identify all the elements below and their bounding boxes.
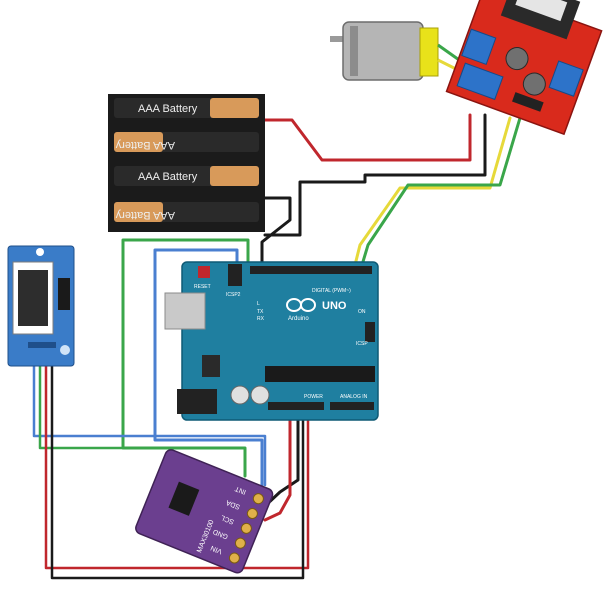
analog-label: ANALOG IN: [340, 394, 368, 400]
battery-label-2: AAA Battery: [115, 139, 175, 151]
wire-oled-green: [38, 363, 127, 450]
battery-label-3: AAA Battery: [138, 171, 198, 183]
sensor-module: INT SDA SCL GND VIN MAX30100: [135, 449, 274, 574]
analog-header: [330, 402, 374, 410]
reset-button: [198, 266, 210, 278]
regulator: [202, 355, 220, 377]
icsp2-header: [228, 264, 242, 286]
wire-battery-minus: [260, 196, 292, 267]
power-header: [268, 402, 324, 410]
power-label: POWER: [304, 394, 323, 400]
battery-cell-2: AAA Battery: [114, 132, 259, 152]
motor-driver-board: [445, 0, 603, 136]
dc-motor: [330, 21, 463, 81]
wire-sensor-vin: [263, 410, 292, 522]
capacitor-2: [522, 72, 546, 96]
wire-battery-plus-driver: [263, 113, 472, 162]
battery-pack: AAA Battery AAA Battery AAA Battery AAA …: [108, 94, 265, 232]
power-jack: [177, 389, 217, 414]
battery-label-1: AAA Battery: [138, 103, 198, 115]
terminal-left: [461, 28, 497, 66]
wire-oled-black: [50, 363, 305, 580]
wire-driver-gnd-arduino: [263, 113, 487, 237]
oled-connector: [58, 278, 70, 310]
terminal-right: [548, 60, 584, 97]
motor-shaft: [330, 36, 344, 42]
arduino-uno-board: RESET ICSP2 DIGITAL (PWM~) UNO Arduino T…: [164, 261, 379, 421]
usb-port: [164, 292, 206, 330]
pin-label-vin: VIN: [210, 544, 223, 555]
battery-cell-1: AAA Battery: [114, 98, 259, 118]
reset-label: RESET: [194, 284, 211, 290]
wires: [32, 113, 522, 580]
pin-label-scl: SCL: [220, 513, 235, 525]
terminal-bottom: [456, 62, 504, 101]
capacitor-b: [250, 385, 270, 405]
atmega-chip: [265, 366, 375, 382]
digital-label: DIGITAL (PWM~): [312, 288, 351, 294]
icsp-header: [365, 322, 375, 342]
wire-oled-blue: [32, 363, 267, 487]
l-label: L: [257, 301, 260, 307]
capacitor-1: [505, 47, 529, 71]
on-label: ON: [358, 309, 366, 315]
battery-label-4: AAA Battery: [115, 209, 175, 221]
wire-blue-scl: [153, 248, 264, 492]
wire-green-sda: [121, 238, 250, 478]
battery-cell-3: AAA Battery: [114, 166, 259, 186]
wire-green-control: [360, 116, 522, 267]
arduino-logo: UNO Arduino: [286, 298, 347, 322]
motor-endcap: [419, 27, 439, 77]
icsp-label: ICSP: [356, 341, 368, 347]
arduino-uno-text: UNO: [322, 300, 347, 312]
digital-header: [250, 266, 372, 274]
sensor-pins: [228, 493, 264, 564]
icsp2-label: ICSP2: [226, 292, 241, 298]
wire-yellow-control: [353, 116, 512, 267]
tx-label: TX: [257, 309, 264, 315]
wire-oled-red: [44, 363, 310, 570]
oled-display-module: [7, 245, 75, 367]
rx-label: RX: [257, 316, 265, 322]
capacitor-a: [230, 385, 250, 405]
pin-label-int: INT: [234, 484, 248, 495]
battery-cell-4: AAA Battery: [114, 202, 259, 222]
arduino-brand-text: Arduino: [288, 316, 309, 322]
sensor-chip: [168, 481, 200, 516]
